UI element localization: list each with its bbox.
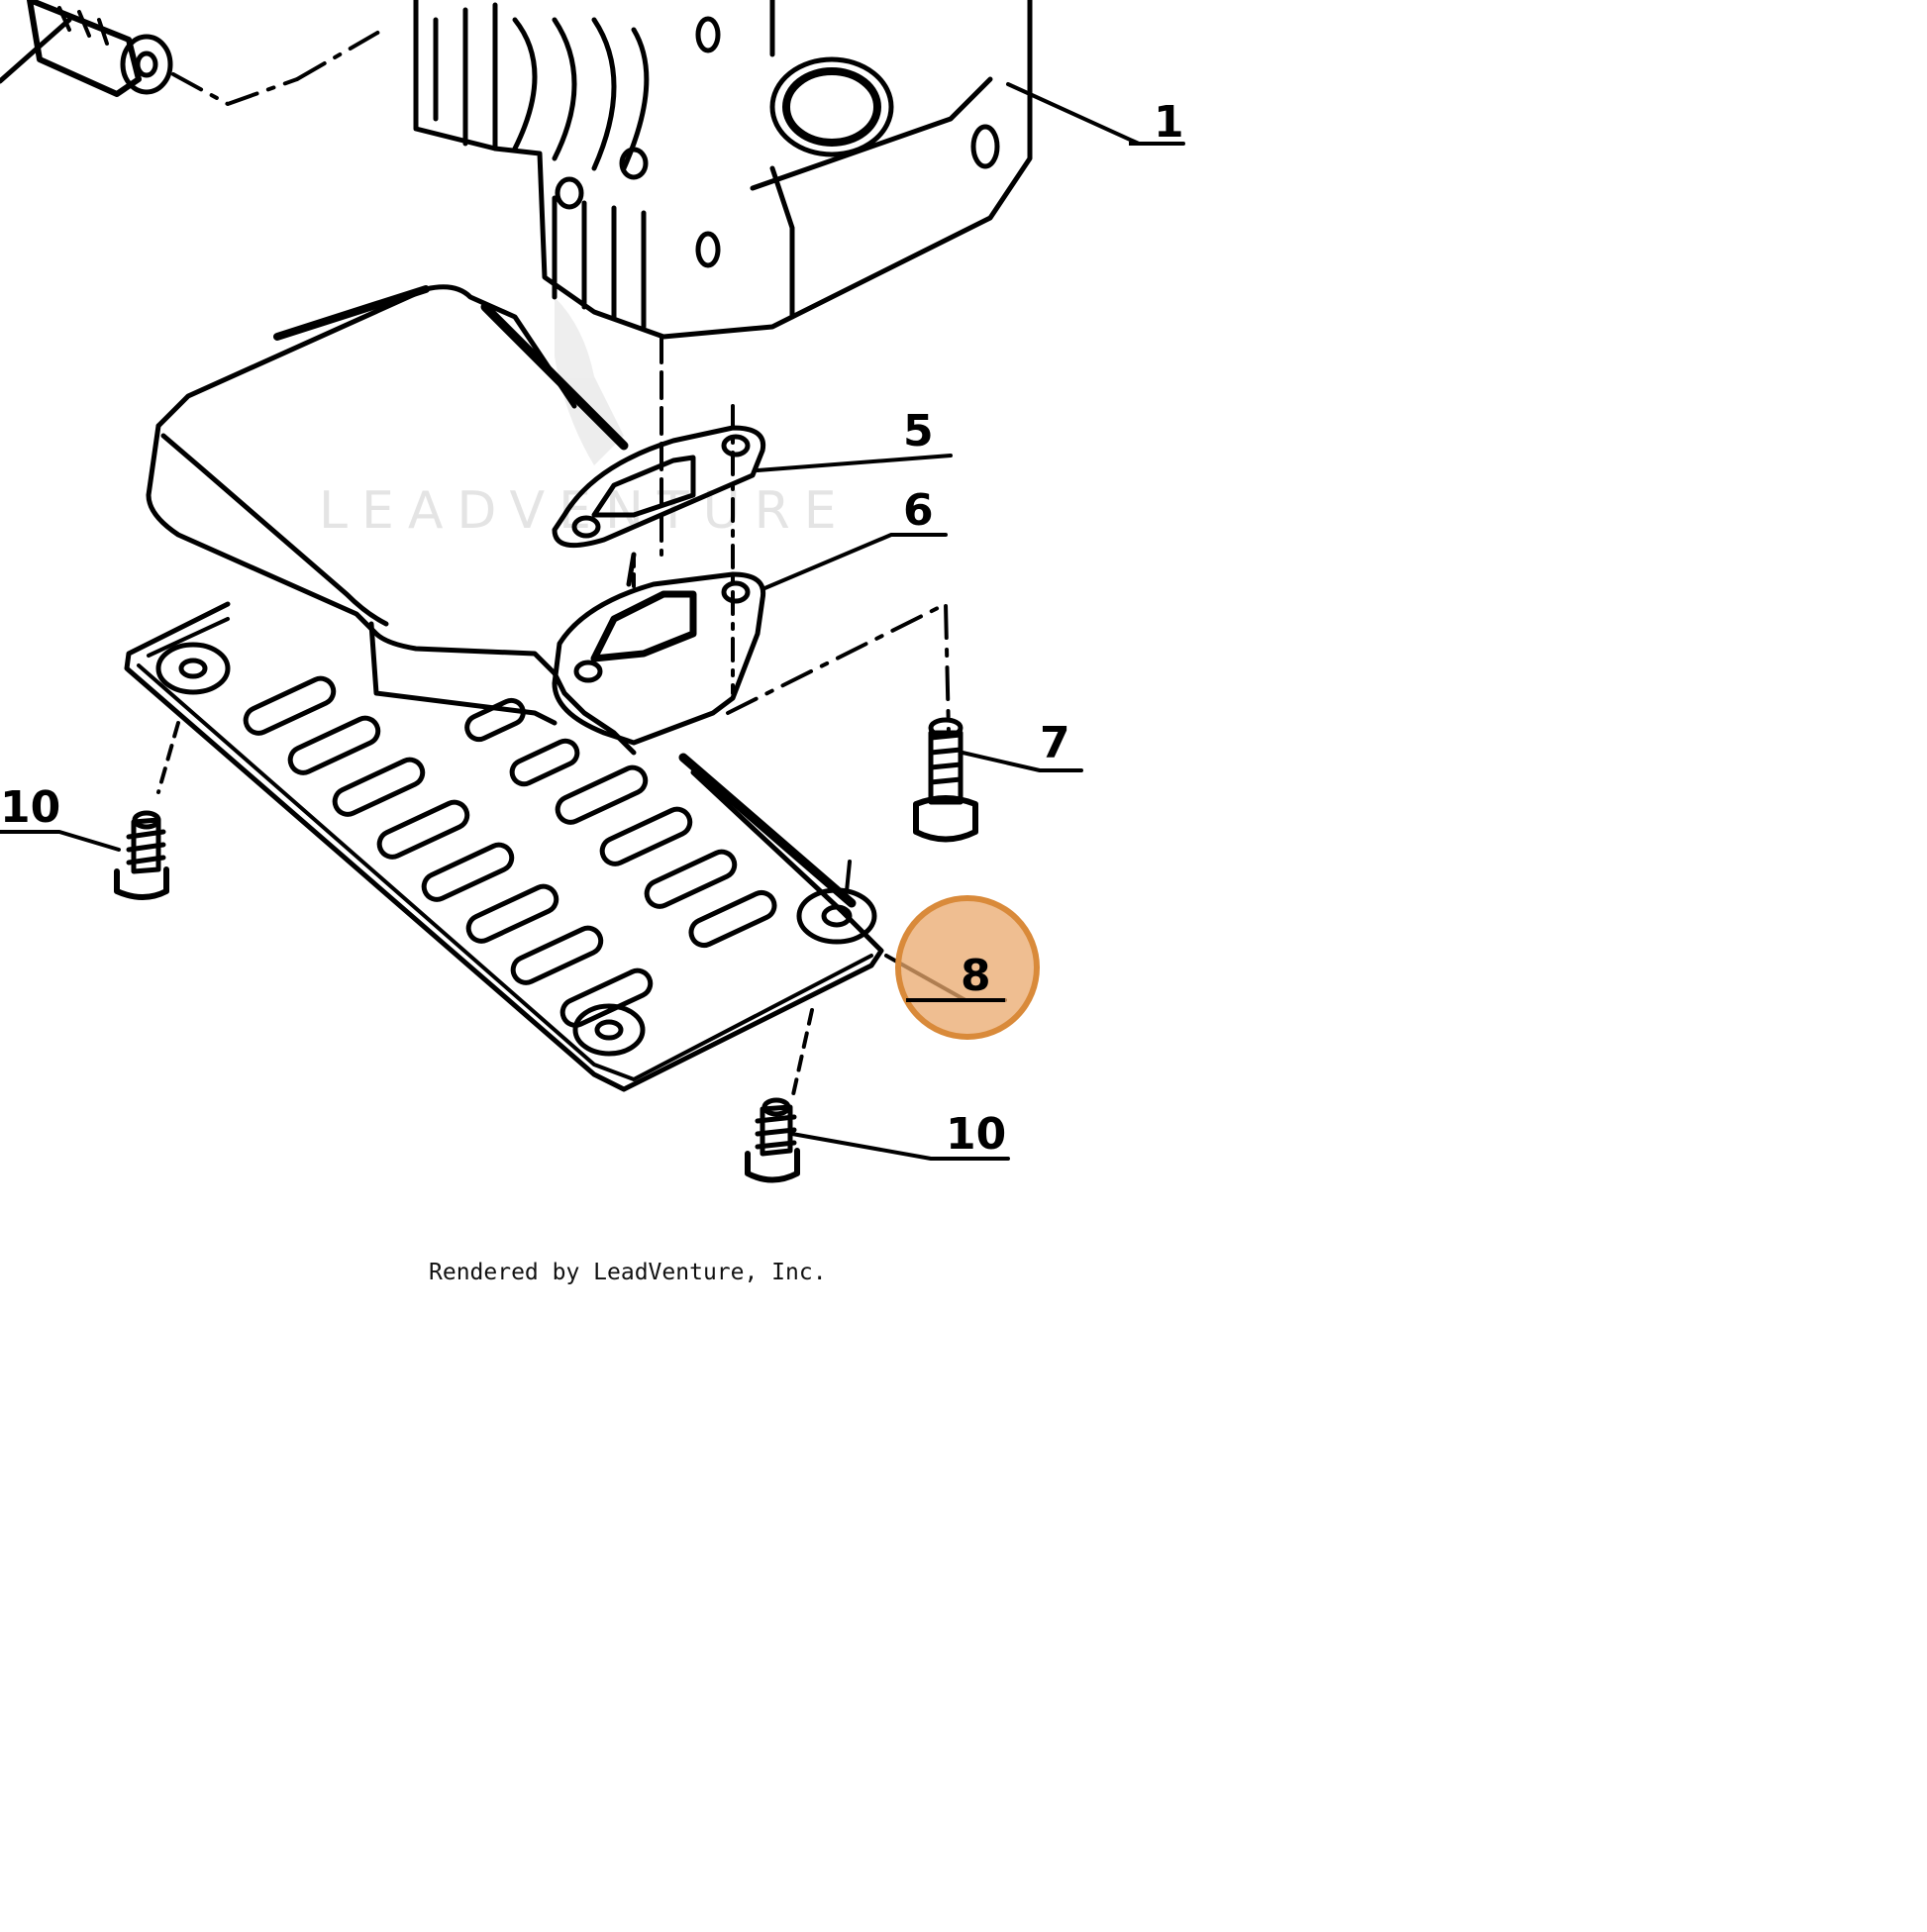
leader-10-bottom	[790, 1132, 1010, 1161]
bolt-7	[913, 717, 978, 843]
credit-text: Rendered by LeadVenture, Inc.	[429, 1260, 827, 1285]
callout-6[interactable]: 6	[903, 485, 934, 536]
callout-1[interactable]: 1	[1154, 97, 1184, 148]
screw-10-left	[114, 810, 169, 900]
callout-7[interactable]: 7	[1040, 718, 1070, 768]
screw-top-left	[0, 0, 173, 97]
callout-10-bottom[interactable]: 10	[946, 1109, 1006, 1160]
leader-6	[761, 533, 948, 591]
callout-5[interactable]: 5	[903, 406, 934, 457]
gasket-5	[552, 425, 766, 549]
leader-10-left	[0, 830, 121, 852]
watermark: LEADVENTURE	[319, 297, 837, 541]
leader-7	[961, 751, 1083, 772]
cylinder-head	[413, 0, 1033, 340]
screw-10-bottom	[745, 1097, 800, 1183]
leader-5	[756, 454, 953, 472]
flange-6	[552, 552, 766, 746]
callout-8-hotspot[interactable]	[897, 897, 1038, 1038]
muffler	[146, 284, 637, 756]
heat-shield	[124, 601, 884, 1092]
callout-10-left[interactable]: 10	[0, 782, 60, 833]
callout-8[interactable]: 8	[961, 951, 991, 1001]
